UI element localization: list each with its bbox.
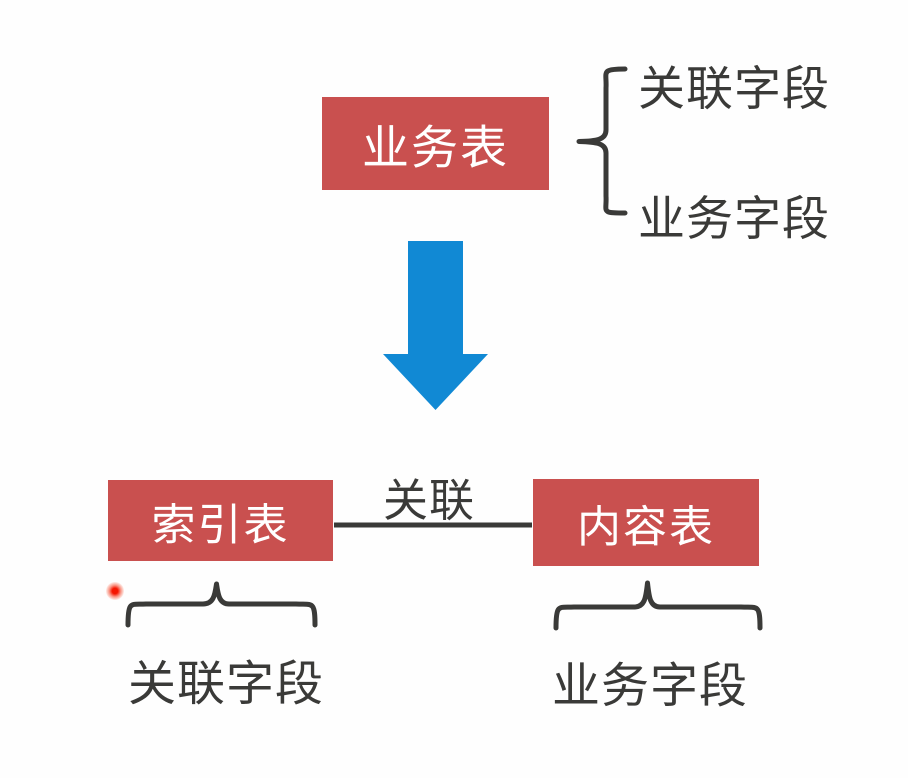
brace-bottom-right — [553, 580, 763, 631]
label-bottom-business-field: 业务字段 — [552, 660, 749, 713]
entity-box-index-table[interactable]: 索引表 — [108, 480, 333, 561]
brace-bottom-left — [125, 581, 318, 628]
entity-box-content-table[interactable]: 内容表 — [533, 479, 759, 566]
label-bottom-relation-field: 关联字段 — [128, 658, 325, 711]
label-top-relation-field: 关联字段 — [638, 62, 830, 115]
label-connector-relation: 关联 — [383, 475, 476, 526]
brace-top-right — [576, 66, 628, 216]
cursor-dot-icon — [106, 582, 124, 600]
entity-box-business-table[interactable]: 业务表 — [322, 97, 549, 190]
label-top-business-field: 业务字段 — [638, 192, 830, 245]
down-arrow-icon — [383, 241, 488, 410]
